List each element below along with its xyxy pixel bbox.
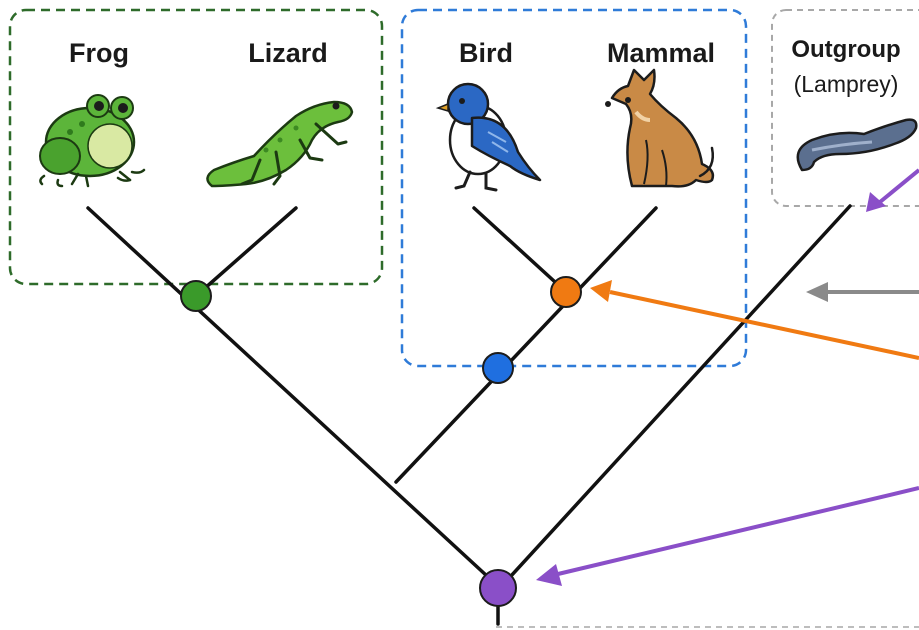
dog-icon bbox=[605, 68, 715, 188]
arrow-gray-head bbox=[806, 282, 828, 302]
arrow-purple-to-outgroup-shaft bbox=[878, 168, 919, 204]
node-bird-mammal bbox=[550, 276, 582, 308]
arrow-purple-to-root-head bbox=[536, 564, 562, 586]
branch-root-to-frog bbox=[86, 206, 502, 590]
branch-bird bbox=[472, 206, 568, 294]
lamprey-icon bbox=[796, 118, 918, 172]
lizard-icon bbox=[206, 100, 354, 188]
arrow-purple-to-root-shaft bbox=[557, 486, 919, 576]
annotation-arrows bbox=[536, 168, 919, 586]
taxon-label-outgroup: Outgroup bbox=[791, 36, 900, 63]
taxon-label-mammal: Mammal bbox=[607, 38, 715, 68]
taxon-label-frog: Frog bbox=[69, 38, 129, 68]
taxon-label-bird: Bird bbox=[459, 38, 513, 68]
arrow-orange-head bbox=[590, 280, 612, 302]
clade-box-outgroup bbox=[771, 9, 919, 207]
taxon-sublabel-lamprey: (Lamprey) bbox=[794, 71, 899, 97]
arrow-purple-to-outgroup-head bbox=[866, 192, 886, 212]
branch-amniote bbox=[394, 206, 658, 484]
tree-branches bbox=[86, 204, 852, 626]
arrow-orange-shaft bbox=[609, 290, 919, 360]
bird-icon bbox=[435, 82, 542, 192]
taxon-label-lizard: Lizard bbox=[248, 38, 328, 68]
frog-icon bbox=[39, 94, 146, 188]
node-root bbox=[479, 569, 517, 607]
node-amniote bbox=[482, 352, 514, 384]
branch-lizard-to-node bbox=[194, 206, 298, 298]
branch-root-to-outgroup bbox=[498, 204, 852, 590]
clade-box-bird-mammal bbox=[400, 8, 748, 368]
node-frog-lizard bbox=[180, 280, 212, 312]
